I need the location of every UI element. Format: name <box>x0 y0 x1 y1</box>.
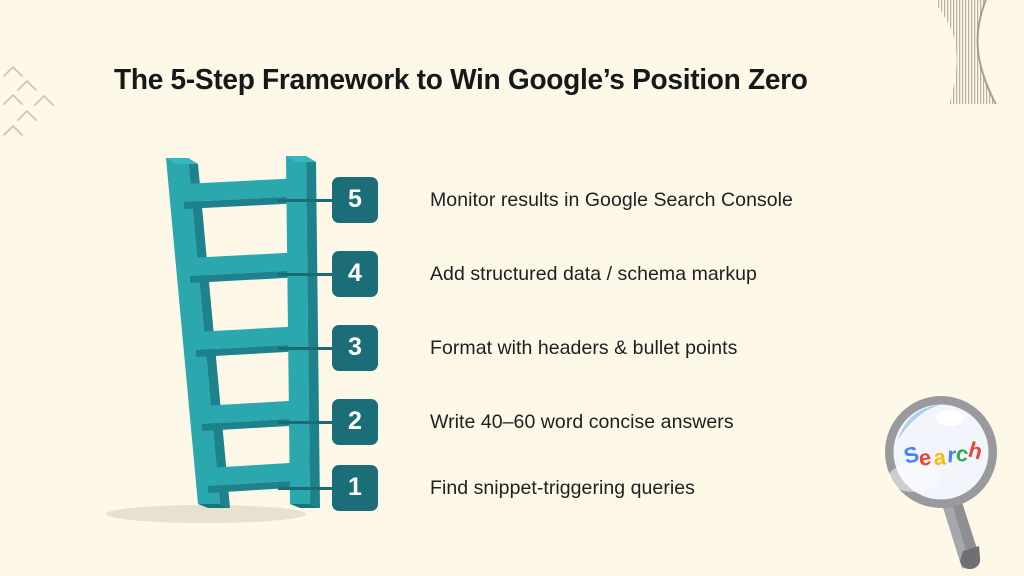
connector-line-1 <box>278 487 332 490</box>
connector-line-5 <box>278 199 332 202</box>
svg-text:a: a <box>933 444 947 470</box>
step-row-1[interactable]: 1 Find snippet-triggering queries <box>278 464 918 512</box>
step-label-2: Write 40–60 word concise answers <box>430 410 734 433</box>
chevron-cluster-decoration <box>2 58 64 142</box>
connector-line-2 <box>278 421 332 424</box>
step-row-4[interactable]: 4 Add structured data / schema markup <box>278 250 918 298</box>
svg-text:e: e <box>917 444 933 471</box>
svg-text:h: h <box>966 437 986 465</box>
svg-text:r: r <box>947 442 958 468</box>
svg-text:c: c <box>954 440 970 467</box>
step-label-3: Format with headers & bullet points <box>430 336 738 359</box>
step-badge-2: 2 <box>332 399 378 445</box>
step-badge-4: 4 <box>332 251 378 297</box>
svg-text:S: S <box>901 441 921 469</box>
step-row-2[interactable]: 2 Write 40–60 word concise answers <box>278 398 918 446</box>
corner-stripes-decoration <box>938 0 1024 104</box>
step-label-1: Find snippet-triggering queries <box>430 476 695 499</box>
step-badge-3: 3 <box>332 325 378 371</box>
step-badge-5: 5 <box>332 177 378 223</box>
connector-line-4 <box>278 273 332 276</box>
steps-list: 5 Monitor results in Google Search Conso… <box>278 168 918 520</box>
connector-line-3 <box>278 347 332 350</box>
step-badge-1: 1 <box>332 465 378 511</box>
step-label-5: Monitor results in Google Search Console <box>430 188 793 211</box>
page-title: The 5-Step Framework to Win Google’s Pos… <box>114 64 808 96</box>
step-row-3[interactable]: 3 Format with headers & bullet points <box>278 324 918 372</box>
ladder-illustration <box>88 152 328 530</box>
magnifier-search-icon: S e a r c h <box>884 392 1016 576</box>
step-row-5[interactable]: 5 Monitor results in Google Search Conso… <box>278 176 918 224</box>
step-label-4: Add structured data / schema markup <box>430 262 757 285</box>
